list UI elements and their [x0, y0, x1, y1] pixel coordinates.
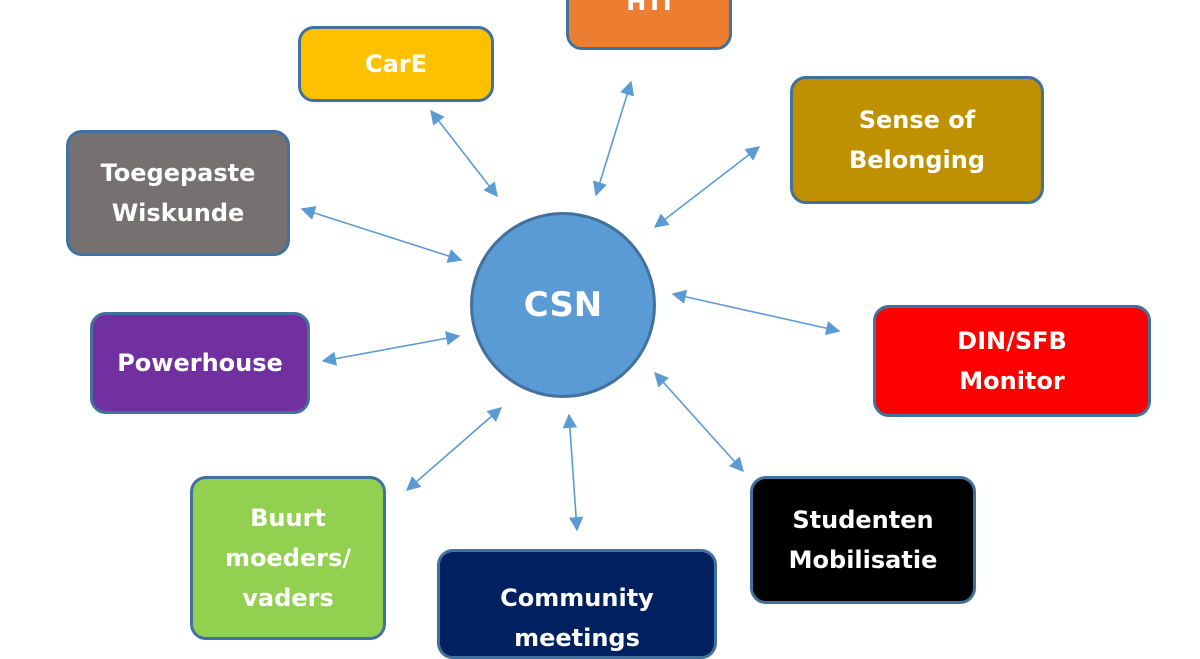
connector-layer	[300, 80, 841, 532]
connector-din	[671, 289, 841, 336]
node-label: Community meetings	[500, 584, 654, 652]
node-hti: HTI	[566, 0, 732, 50]
node-label: Powerhouse	[117, 349, 283, 377]
node-label: Buurt moeders/ vaders	[224, 504, 352, 612]
connector-care	[430, 109, 498, 198]
node-toegepaste-wiskunde: Toegepaste Wiskunde	[66, 130, 290, 256]
node-label: HTI	[626, 0, 672, 16]
node-label: DIN/SFB Monitor	[957, 327, 1067, 395]
connector-cm	[562, 413, 584, 532]
connector-sm	[654, 371, 744, 473]
node-label: Sense of Belonging	[848, 106, 986, 174]
connector-hti	[592, 80, 635, 197]
node-label: Toegepaste Wiskunde	[100, 159, 256, 227]
connector-sob	[653, 146, 761, 228]
hub-label: CSN	[523, 285, 603, 325]
node-din-sfb-monitor: DIN/SFB Monitor	[873, 305, 1151, 417]
connector-buurt	[405, 407, 503, 491]
node-buurt-moeders-vaders: Buurt moeders/ vaders	[190, 476, 386, 640]
connector-tw	[300, 206, 463, 263]
node-powerhouse: Powerhouse	[90, 312, 310, 414]
node-label: CarE	[364, 50, 428, 78]
connector-ph	[321, 331, 461, 366]
node-care: CarE	[298, 26, 494, 102]
node-label: Studenten Mobilisatie	[788, 506, 938, 574]
node-sense-of-belonging: Sense of Belonging	[790, 76, 1044, 204]
node-community-meetings: Community meetings	[437, 549, 717, 659]
hub-csn: CSN	[470, 212, 656, 398]
node-studenten-mobilisatie: Studenten Mobilisatie	[750, 476, 976, 604]
